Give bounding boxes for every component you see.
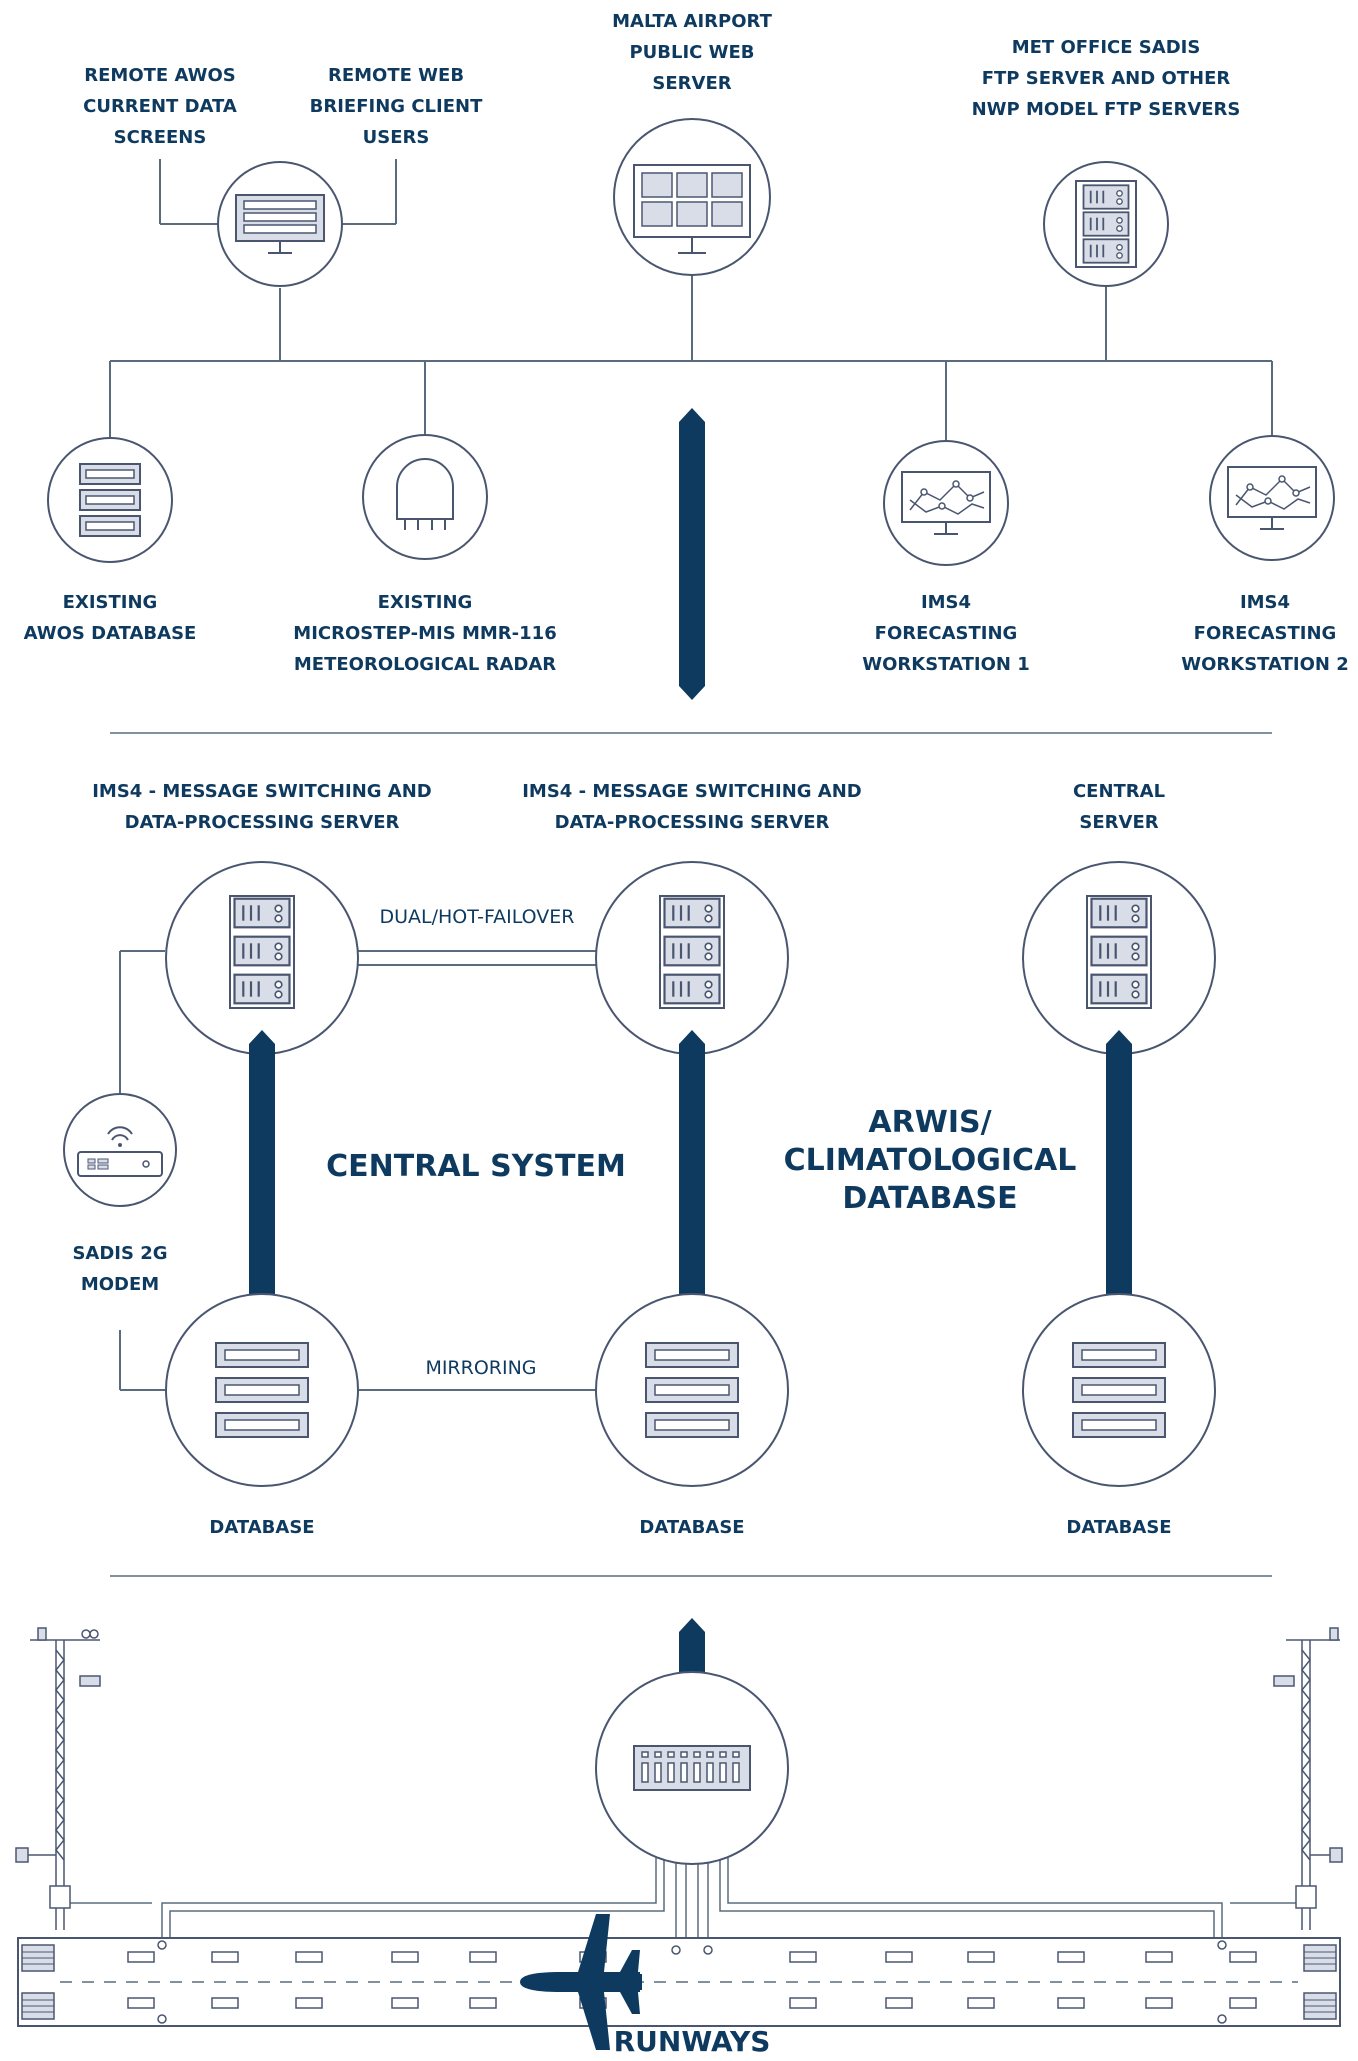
weather-mast-right-icon (1273, 1627, 1343, 1930)
remote-client-node (217, 161, 343, 287)
label-remote-web: REMOTE WEB BRIEFING CLIENT USERS (309, 65, 483, 148)
arrow-top (679, 408, 705, 700)
server-2-node (595, 861, 789, 1055)
runway-hub-node (595, 1671, 789, 1865)
arrow-server-2 (679, 1030, 705, 1320)
label-remote-awos: REMOTE AWOS CURRENT DATA SCREENS (83, 65, 237, 148)
label-ws2: IMS4 FORECASTING WORKSTATION 2 (1181, 592, 1349, 675)
label-database-3: DATABASE (1066, 1517, 1172, 1538)
label-central-server: CENTRAL SERVER (1072, 781, 1166, 833)
label-modem: SADIS 2G MODEM (72, 1243, 168, 1295)
database-3-node (1022, 1293, 1216, 1487)
label-central-system: CENTRAL SYSTEM (326, 1149, 626, 1184)
central-server-node (1022, 861, 1216, 1055)
label-runways: RUNWAYS (613, 2025, 771, 2058)
label-server-2: IMS4 - MESSAGE SWITCHING AND DATA-PROCES… (522, 781, 862, 833)
airplane-icon (520, 1914, 642, 2050)
server-1-node (165, 861, 359, 1055)
web-server-node (613, 118, 771, 276)
database-1-node (165, 1293, 359, 1487)
radar-node (362, 434, 488, 560)
label-met-office: MET OFFICE SADIS FTP SERVER AND OTHER NW… (971, 37, 1241, 120)
workstation-2-node (1209, 435, 1335, 561)
arrow-central-server (1106, 1030, 1132, 1320)
weather-mast-left-icon (15, 1627, 101, 1930)
label-arwis: ARWIS/ CLIMATOLOGICAL DATABASE (783, 1105, 1077, 1216)
runway-strip (17, 1937, 1341, 2027)
label-mirroring: MIRRORING (405, 1356, 557, 1380)
label-awos-db: EXISTING AWOS DATABASE (23, 592, 197, 644)
workstation-1-node (883, 440, 1009, 566)
modem-node (63, 1093, 177, 1207)
arrow-server-1 (249, 1030, 275, 1320)
label-malta-web: MALTA AIRPORT PUBLIC WEB SERVER (612, 11, 772, 94)
label-server-1: IMS4 - MESSAGE SWITCHING AND DATA-PROCES… (92, 781, 432, 833)
label-database-2: DATABASE (639, 1517, 745, 1538)
middle-links (119, 950, 598, 1391)
database-2-node (595, 1293, 789, 1487)
label-database-1: DATABASE (209, 1517, 315, 1538)
label-failover: DUAL/HOT-FAILOVER (358, 905, 596, 929)
awos-database-node (47, 437, 173, 563)
label-radar: EXISTING MICROSTEP-MIS MMR-116 METEOROLO… (293, 592, 557, 675)
label-ws1: IMS4 FORECASTING WORKSTATION 1 (862, 592, 1030, 675)
ftp-server-node (1043, 161, 1169, 287)
